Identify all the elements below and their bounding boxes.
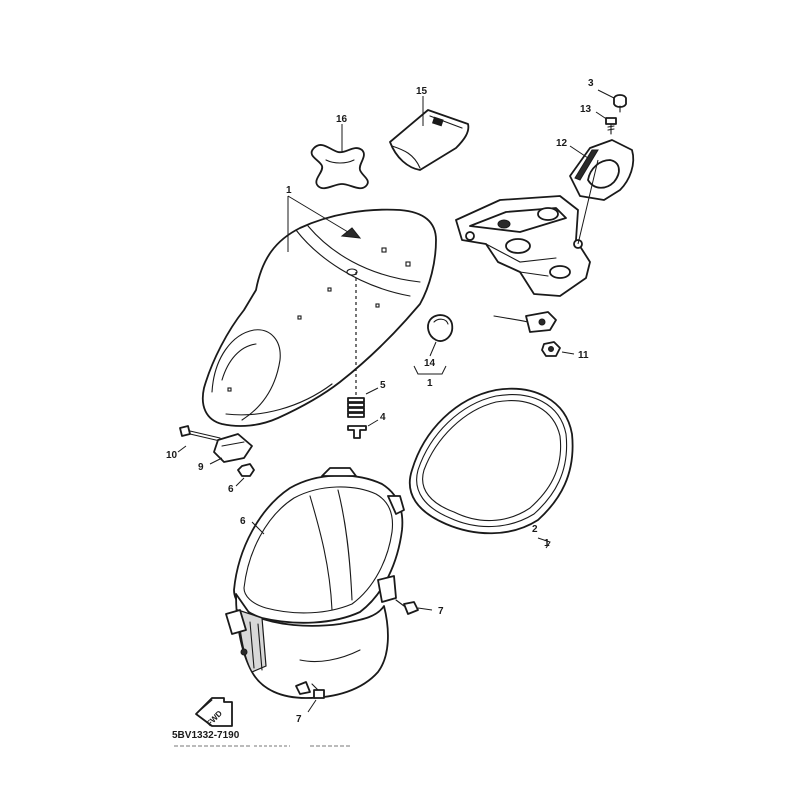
callout-14: 14 — [424, 358, 436, 369]
part-10-bolt — [177, 425, 221, 453]
part-16-strap — [310, 124, 369, 190]
callout-4: 4 — [380, 412, 386, 423]
part-9-hinge-bracket — [209, 433, 253, 465]
callout-2: 2 — [532, 524, 538, 535]
part-7-screw-bottom — [307, 683, 325, 713]
callout-7-right: 7 — [438, 606, 444, 617]
callout-6-box: 6 — [240, 516, 246, 527]
part-1-seat — [201, 195, 437, 427]
callout-5: 5 — [380, 380, 386, 391]
callout-7-bottom: 7 — [296, 714, 302, 725]
fwd-direction-marker: FWD — [195, 697, 233, 728]
callout-11: 11 — [578, 350, 589, 361]
part-15-bag — [389, 96, 470, 171]
rear-carrier-bracket — [455, 159, 599, 297]
drawing-code: 5BV1332-7190 — [172, 730, 240, 741]
part-11-nut — [541, 341, 575, 357]
callout-13: 13 — [580, 104, 592, 115]
callout-10: 10 — [166, 450, 178, 461]
callout-2-sub: 1 — [544, 538, 550, 549]
part-5-spring — [347, 387, 379, 418]
part-13-bolt — [595, 111, 617, 135]
callout-16: 16 — [336, 114, 348, 125]
part-4-stopper — [347, 419, 379, 439]
callout-6-nut: 6 — [228, 484, 234, 495]
part-6-nut — [235, 463, 255, 487]
part-14-damper — [413, 314, 454, 375]
part-3-screw — [597, 89, 627, 113]
callout-12: 12 — [556, 138, 568, 149]
part-2-seal — [408, 387, 574, 549]
part-12-plate — [569, 139, 635, 201]
callout-14-sub: 1 — [427, 378, 433, 389]
callout-1-seat: 1 — [286, 185, 292, 196]
seat-lock-hook — [493, 311, 557, 333]
callout-3: 3 — [588, 78, 594, 89]
callout-9: 9 — [198, 462, 204, 473]
part-7-screw-right — [395, 599, 433, 615]
part-6-storage-box — [225, 467, 405, 699]
callout-15: 15 — [416, 86, 428, 97]
